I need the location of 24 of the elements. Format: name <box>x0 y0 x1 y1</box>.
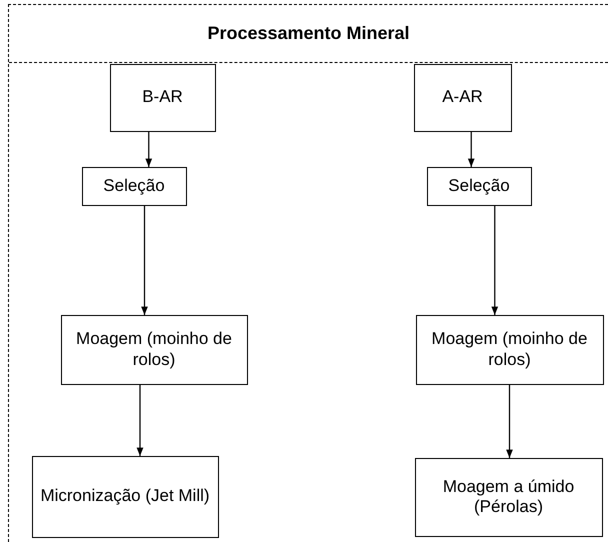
process-box <box>426 166 532 206</box>
arrow <box>506 385 513 458</box>
dashed-frame <box>8 4 608 542</box>
arrow <box>468 132 475 167</box>
box-label: A-AR <box>442 87 483 108</box>
box-label: Moagem a úmido (Pérolas) <box>442 476 576 518</box>
process-box <box>416 314 604 384</box>
box-label: Seleção <box>448 176 510 196</box>
box-label: B-AR <box>142 87 183 108</box>
process-box <box>32 456 218 538</box>
process-box <box>60 314 248 384</box>
arrow <box>141 206 148 315</box>
process-box <box>414 64 512 132</box>
section-heading: Processamento Mineral <box>207 23 410 44</box>
box-label: Seleção <box>103 176 165 196</box>
box-label: Micronização (Jet Mill) <box>40 486 210 507</box>
process-box <box>110 64 216 132</box>
box-label: Moagem (moinho de rolos) <box>75 329 233 370</box>
arrow <box>145 132 152 167</box>
box-label: Moagem (moinho de rolos) <box>430 329 588 370</box>
process-box <box>414 458 602 536</box>
arrow <box>491 206 498 315</box>
arrow <box>136 385 144 456</box>
process-box <box>82 166 186 206</box>
